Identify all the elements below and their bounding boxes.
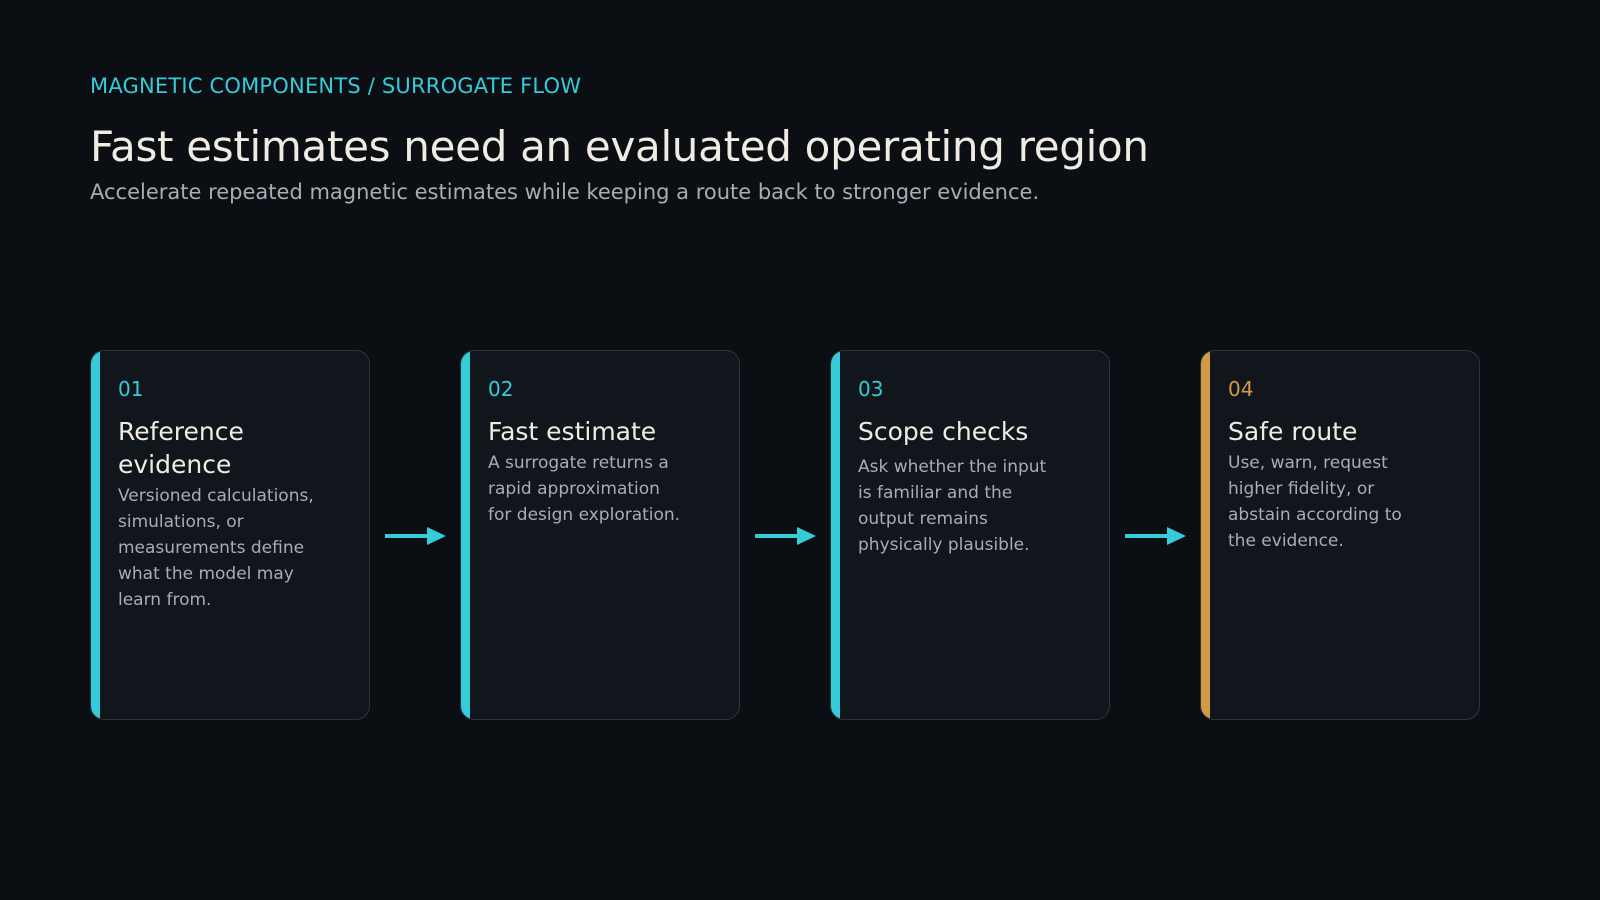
step-description: Use, warn, request higher fidelity, or a… [1228, 453, 1402, 551]
step-accent-bar [461, 351, 470, 719]
step-title: Scope checks [858, 417, 1029, 446]
step-description: Versioned calculations, simulations, or … [118, 486, 314, 610]
step-number: 03 [858, 377, 884, 401]
arrow-right-icon [755, 527, 816, 545]
step-card-reference-evidence: 01 Reference evidence Versioned calculat… [90, 350, 370, 720]
step-number: 04 [1228, 377, 1254, 401]
step-description: A surrogate returns a rapid approximatio… [488, 453, 681, 525]
step-card-safe-route: 04 Safe route Use, warn, request higher … [1200, 350, 1480, 720]
step-heading-wrapper: Scope checks Ask whether the input is fa… [858, 415, 1088, 558]
step-number: 02 [488, 377, 514, 401]
arrow-right-icon [1125, 527, 1186, 545]
step-heading-wrapper: Reference evidence Versioned calculation… [118, 415, 348, 613]
step-title: Safe route [1228, 417, 1358, 446]
step-heading-wrapper: Safe route Use, warn, request higher fid… [1228, 415, 1458, 554]
step-heading-wrapper: Fast estimate A surrogate returns a rapi… [488, 415, 718, 528]
slide-subtitle: Accelerate repeated magnetic estimates w… [90, 180, 1040, 204]
step-card-fast-estimate: 02 Fast estimate A surrogate returns a r… [460, 350, 740, 720]
slide-title: Fast estimates need an evaluated operati… [90, 122, 1149, 171]
step-title: Fast estimate [488, 417, 657, 446]
step-title: Reference evidence [118, 417, 244, 479]
step-accent-bar [1201, 351, 1210, 719]
step-accent-bar [831, 351, 840, 719]
step-description: Ask whether the input is familiar and th… [858, 457, 1047, 555]
step-card-scope-checks: 03 Scope checks Ask whether the input is… [830, 350, 1110, 720]
arrow-right-icon [385, 527, 446, 545]
step-number: 01 [118, 377, 144, 401]
section-kicker: MAGNETIC COMPONENTS / SURROGATE FLOW [90, 74, 582, 98]
step-accent-bar [91, 351, 100, 719]
